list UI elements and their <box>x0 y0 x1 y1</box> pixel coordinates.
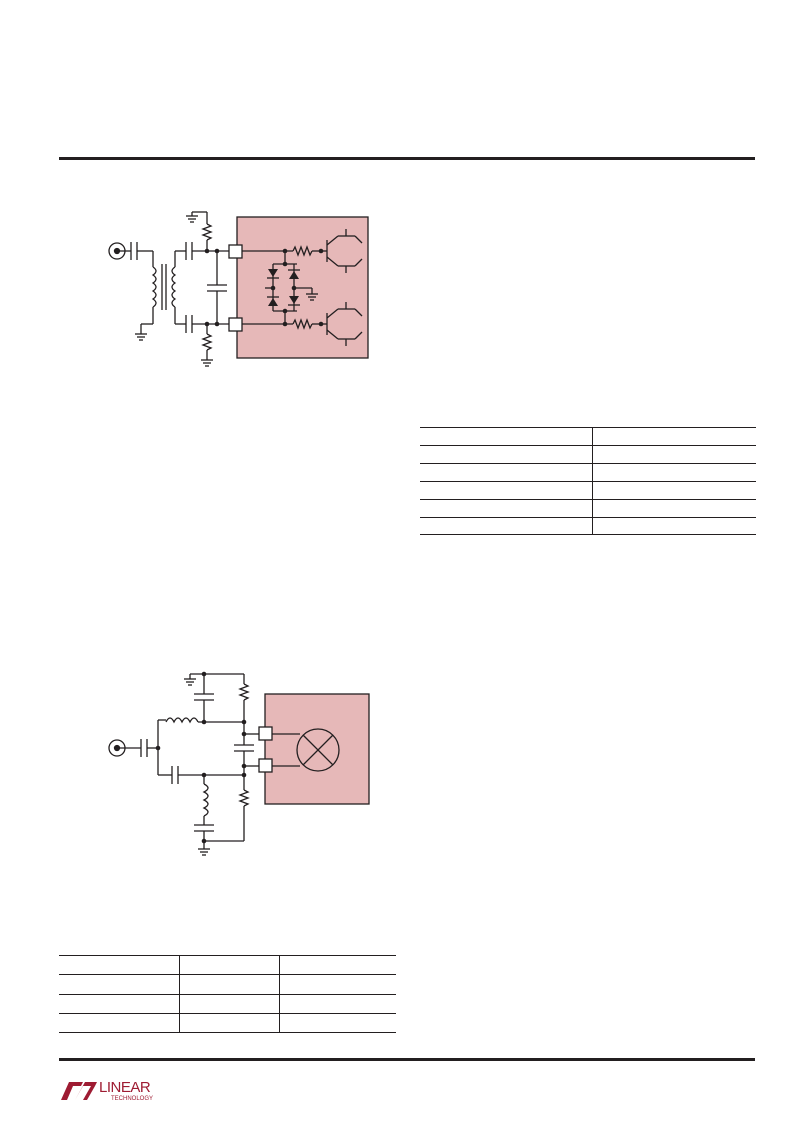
mixer-icon <box>296 728 340 772</box>
ground-icon <box>135 333 147 341</box>
ic-pin-2 <box>258 758 273 773</box>
top-rule <box>59 157 755 160</box>
logo-text: LINEAR <box>99 1079 151 1096</box>
table-right <box>420 427 756 535</box>
diode-icon <box>268 269 299 306</box>
ic-pin-2 <box>228 317 243 332</box>
logo-subtext: TECHNOLOGY <box>111 1096 153 1102</box>
ic-pin-1 <box>228 244 243 259</box>
table-bottom <box>59 955 396 1033</box>
transistor-icon <box>326 229 363 346</box>
bottom-rule <box>59 1058 755 1061</box>
transformer-icon <box>151 251 177 324</box>
ground-icon <box>184 678 196 686</box>
linear-technology-logo: LINEAR TECHNOLOGY <box>61 1079 153 1102</box>
ic-pin-1 <box>258 726 273 741</box>
resistor-icon <box>238 683 250 701</box>
schematic-figure-2 <box>108 671 370 856</box>
resistor-icon <box>201 223 213 241</box>
inductor-icon <box>165 717 199 724</box>
schematic-figure-1 <box>108 211 369 367</box>
